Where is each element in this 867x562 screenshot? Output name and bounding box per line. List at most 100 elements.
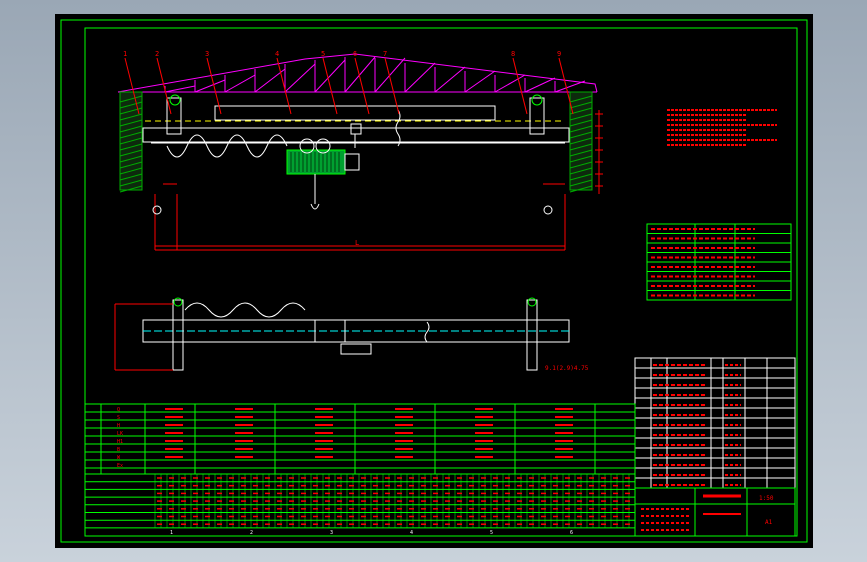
right-bumper-icon [543,205,553,215]
sheet-border-outer [60,19,808,543]
truss-web-diagonal [194,79,226,93]
leader-line [558,57,574,115]
right-wall-hatch [569,113,593,121]
left-wall-hatch [119,179,143,187]
right-wall-hatch [569,131,593,139]
right-wall-hatch [569,95,593,103]
truss-web-diagonal [554,80,586,93]
right-wall-hatch [569,185,593,193]
spec-col-index-1: 1 [170,530,173,536]
left-wall-hatch [119,173,143,181]
dim-span-label: L [355,239,359,247]
right-wall-hatch [569,119,593,127]
leader-number-3: 3 [205,50,209,58]
truss-top-chord [117,53,598,93]
hoist-motor-body [286,149,346,175]
plan-right-wheel-icon [527,297,537,307]
left-wall-hatch [119,107,143,115]
top-girder [214,105,496,121]
spec-row-header: Q [117,407,120,413]
plan-left-wheel-icon [173,297,183,307]
plan-right-end-truck [526,299,538,371]
truss-web-diagonal [404,62,436,93]
right-end-truck [529,97,545,135]
leader-number-5: 5 [321,50,325,58]
spec-col-index-3: 3 [330,530,333,536]
festoon-cable [166,134,288,158]
leader-number-8: 8 [511,50,515,58]
hoist-gearbox [344,153,360,171]
truss-web-diagonal [284,63,316,93]
truss-web-diagonal [314,59,346,93]
left-wall-hatch [119,131,143,139]
leader-number-6: 6 [353,50,357,58]
leader-line [156,57,172,115]
leader-number-2: 2 [155,50,159,58]
leader-number-4: 4 [275,50,279,58]
spec-row-header: S [117,415,120,421]
truss-web-diagonal [494,74,526,93]
plan-festoon-cable [184,302,306,318]
leader-line [384,57,400,115]
plan-motor [340,343,372,355]
left-wall-hatch [119,119,143,127]
spec-row-header: W [117,455,121,461]
left-wall-hatch [119,101,143,109]
right-wall-hatch [569,107,593,115]
left-bumper-icon [152,205,162,215]
right-wall-hatch [569,155,593,163]
left-wall-hatch [119,113,143,121]
plan-left-end-truck [172,299,184,371]
leader-line [512,57,528,115]
left-wall-hatch [119,167,143,175]
leader-line [276,57,292,115]
right-wall-hatch [569,101,593,109]
spec-col-index-5: 5 [490,530,493,536]
right-wall-hatch [569,125,593,133]
hook-icon [310,203,320,210]
leader-line [124,57,140,115]
left-wall-hatch [119,143,143,151]
spec-row-header: H1 [117,439,123,445]
title-block-sheet: A1 [765,519,773,526]
truss-web-diagonal [254,68,286,93]
spec-row-header: B [117,447,120,453]
trolley-wheel-box [350,123,362,135]
plan-break-symbol [424,321,430,343]
leader-number-9: 9 [557,50,561,58]
right-wall-hatch [569,167,593,175]
hoist-drum-icon [299,138,315,154]
truss-web-diagonal [524,77,556,93]
left-end-truck [166,97,182,135]
title-block-scale: 1:50 [759,495,774,502]
left-wall-hatch [119,155,143,163]
spec-row-header: Ex [117,463,123,469]
truss-web-diagonal [464,70,496,93]
spec-table [84,403,636,537]
left-wheel-icon [169,94,181,106]
left-wall-hatch [119,125,143,133]
right-wall-hatch [569,143,593,151]
bridge-girder [142,127,570,143]
break-symbol-top [395,109,401,147]
left-wall-hatch [119,137,143,145]
spec-col-index-4: 4 [410,530,413,536]
left-wall-hatch [119,95,143,103]
left-wall-hatch [119,161,143,169]
right-wall-hatch [569,149,593,157]
truss-web-diagonal [224,74,256,93]
leader-line [206,57,222,115]
right-wheel-icon [531,94,543,106]
leader-number-1: 1 [123,50,127,58]
spec-row-header: H [117,423,120,429]
leader-line [354,57,370,115]
right-wall-hatch [569,137,593,145]
plan-trolley [314,319,346,343]
truss-web-diagonal [374,57,406,93]
leader-number-7: 7 [383,50,387,58]
title-block [634,487,796,537]
truss-web-diagonal [344,56,376,93]
right-wall-hatch [569,179,593,187]
